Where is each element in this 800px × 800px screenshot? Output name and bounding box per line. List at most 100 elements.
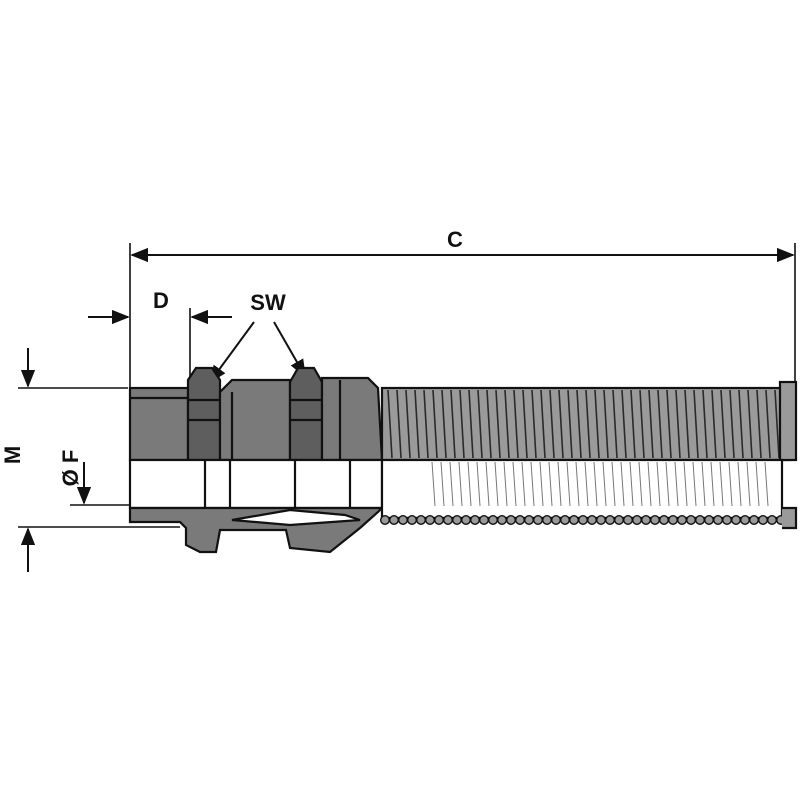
conduit-wall-bead <box>479 515 490 526</box>
conduit-wall-bead <box>596 515 607 526</box>
conduit-inner-rib <box>431 461 436 507</box>
conduit-rib <box>495 389 501 459</box>
conduit-wall-bead <box>434 515 445 526</box>
conduit-inner-rib <box>629 461 634 507</box>
conduit-end-section <box>782 506 798 530</box>
conduit-wall-bead <box>758 515 769 526</box>
conduit-rib <box>684 389 690 459</box>
conduit-rib <box>387 389 393 459</box>
conduit-rib <box>747 389 753 459</box>
dimension-c: C <box>129 227 796 390</box>
conduit-rib <box>558 389 564 459</box>
conduit-wall-bead <box>416 515 427 526</box>
conduit-wall-bead <box>722 515 733 526</box>
conduit-rib <box>657 389 663 459</box>
conduit-rib <box>756 389 762 459</box>
conduit-inner-rib <box>611 461 616 507</box>
conduit-rib <box>675 389 681 459</box>
conduit-wall-bead <box>380 515 391 526</box>
conduit-rib <box>396 389 402 459</box>
conduit-wall-bead <box>551 515 562 526</box>
conduit-inner-rib <box>530 461 535 507</box>
conduit-inner-rib <box>737 461 742 507</box>
label-m: M <box>0 446 25 464</box>
conduit-wall-bead <box>695 515 706 526</box>
conduit-inner-rib <box>656 461 661 507</box>
conduit-wall-bead <box>524 515 535 526</box>
conduit-rib <box>648 389 654 459</box>
conduit-rib <box>693 389 699 459</box>
conduit-wall-bead <box>452 515 463 526</box>
conduit-rib <box>765 389 771 459</box>
dimension-sw: SW <box>208 290 306 384</box>
conduit-wall-section <box>380 515 787 526</box>
conduit-rib <box>468 389 474 459</box>
label-c: C <box>447 227 463 252</box>
conduit-inner-rib <box>476 461 481 507</box>
conduit-connector <box>320 376 384 462</box>
conduit-inner-rib <box>449 461 454 507</box>
gland-body <box>128 366 384 462</box>
conduit-inner-rib <box>710 461 715 507</box>
conduit-rib <box>621 389 627 459</box>
conduit-wall-bead <box>704 515 715 526</box>
conduit-wall-bead <box>425 515 436 526</box>
conduit-rib <box>567 389 573 459</box>
conduit-wall-bead <box>542 515 553 526</box>
conduit-wall-bead <box>488 515 499 526</box>
conduit-inner-rib <box>557 461 562 507</box>
conduit-inner-rib <box>728 461 733 507</box>
conduit-wall-bead <box>443 515 454 526</box>
conduit-rib <box>549 389 555 459</box>
conduit-bore <box>380 458 784 520</box>
conduit-inner-rib <box>719 461 724 507</box>
conduit-inner-rib <box>593 461 598 507</box>
conduit-rib <box>540 389 546 459</box>
conduit-rib <box>612 389 618 459</box>
conduit-wall-bead <box>632 515 643 526</box>
conduit-inner-rib <box>485 461 490 507</box>
conduit-wall-bead <box>506 515 517 526</box>
conduit-wall-bead <box>515 515 526 526</box>
leader-sw-nut1 <box>208 321 255 384</box>
conduit-wall-bead <box>569 515 580 526</box>
conduit-rib <box>459 389 465 459</box>
conduit-rib <box>576 389 582 459</box>
conduit-rib <box>486 389 492 459</box>
conduit-rib <box>522 389 528 459</box>
dimension-f: Ø F <box>58 450 130 506</box>
conduit-wall-bead <box>605 515 616 526</box>
conduit-rib <box>513 389 519 459</box>
conduit-rib <box>423 389 429 459</box>
conduit-inner-rib <box>755 461 760 507</box>
label-sw: SW <box>250 290 286 315</box>
conduit-rib <box>405 389 411 459</box>
conduit-wall-bead <box>398 515 409 526</box>
conduit-wall-bead <box>641 515 652 526</box>
conduit-rib <box>594 389 600 459</box>
dimension-m: M <box>0 348 180 572</box>
conduit-wall-bead <box>578 515 589 526</box>
conduit-inner-rib <box>764 461 769 507</box>
conduit-rib <box>603 389 609 459</box>
conduit-wall-bead <box>749 515 760 526</box>
conduit-inner-rib <box>575 461 580 507</box>
conduit-wall-bead <box>461 515 472 526</box>
conduit-rib <box>477 389 483 459</box>
conduit-wall-bead <box>533 515 544 526</box>
conduit-rib <box>711 389 717 459</box>
conduit-wall-bead <box>731 515 742 526</box>
conduit-inner-ribs <box>431 461 769 507</box>
conduit-inner-rib <box>692 461 697 507</box>
conduit-rib <box>441 389 447 459</box>
conduit-wall-bead <box>614 515 625 526</box>
conduit-inner-rib <box>494 461 499 507</box>
label-d: D <box>153 288 169 313</box>
section-bore <box>128 458 384 510</box>
conduit-inner-rib <box>647 461 652 507</box>
conduit-wall-bead <box>740 515 751 526</box>
conduit-rib <box>432 389 438 459</box>
conduit-rib <box>639 389 645 459</box>
conduit-inner-rib <box>458 461 463 507</box>
conduit-inner-rib <box>665 461 670 507</box>
